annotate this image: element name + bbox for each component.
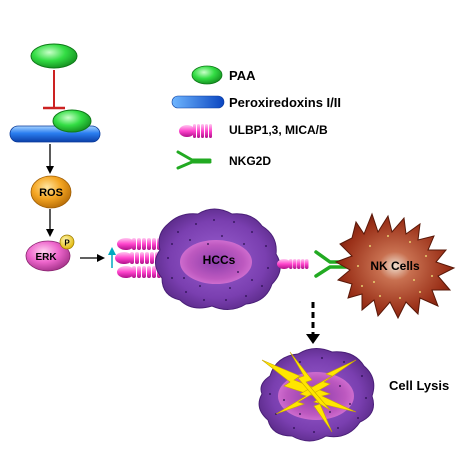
legend-peroxiredoxin-icon bbox=[171, 95, 225, 109]
legend-ulbp-icon bbox=[179, 124, 212, 138]
phosphate-badge bbox=[59, 234, 75, 250]
paa-molecule-icon bbox=[30, 43, 78, 69]
legend-peroxiredoxin-label: Peroxiredoxins I/II bbox=[229, 95, 341, 110]
nk-cell bbox=[334, 212, 456, 320]
legend-paa-label: PAA bbox=[229, 68, 256, 83]
hccs-label: HCCs bbox=[203, 253, 236, 267]
paa-bound-molecule-icon bbox=[52, 109, 92, 133]
cell-lysis-label: Cell Lysis bbox=[389, 378, 449, 393]
legend-paa-icon bbox=[191, 65, 223, 85]
phosphate-label: P bbox=[64, 239, 70, 248]
legend-nkg2d-icon bbox=[176, 150, 212, 170]
ulbp-ligand-bound bbox=[277, 259, 309, 269]
nk-cells-label: NK Cells bbox=[370, 259, 420, 273]
hcc-cell bbox=[155, 208, 281, 310]
lysis-arrow-head bbox=[306, 334, 320, 344]
ros-label: ROS bbox=[39, 187, 63, 199]
erk-node bbox=[25, 240, 71, 272]
legend-ulbp-label: ULBP1,3, MICA/B bbox=[229, 123, 328, 137]
lightning-bolts-icon bbox=[261, 351, 357, 433]
legend-nkg2d-label: NKG2D bbox=[229, 154, 271, 168]
erk-label: ERK bbox=[35, 252, 57, 263]
ros-node bbox=[30, 175, 72, 209]
